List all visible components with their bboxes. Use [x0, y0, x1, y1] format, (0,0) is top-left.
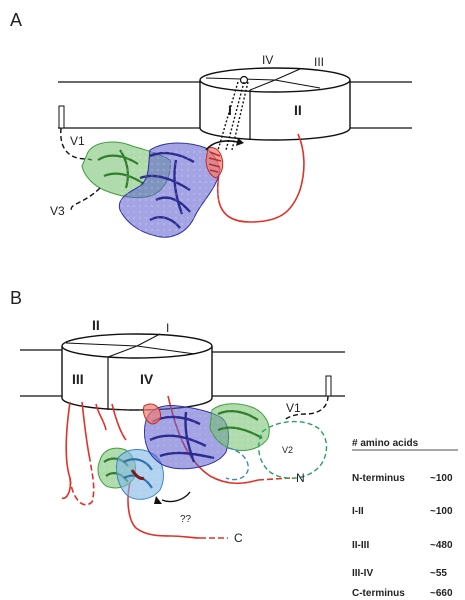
amino-acid-table: # amino acids N-terminus ~100 I-II ~100 … — [352, 438, 458, 599]
domain-iv-label-b: IV — [140, 371, 154, 387]
channel-cylinder — [199, 67, 351, 141]
unknown-label: ?? — [180, 514, 192, 525]
table-row-name: N-terminus — [352, 473, 405, 484]
table-row-value: ~100 — [430, 506, 453, 517]
table-row-name: II-III — [352, 540, 369, 551]
panel-b-letter: B — [10, 288, 22, 308]
table-row-value: ~100 — [430, 473, 453, 484]
domain-ii-label: II — [294, 102, 302, 118]
anchor-stub-b — [325, 375, 332, 397]
table-row-value: ~660 — [430, 588, 453, 599]
v1-label-a: V1 — [70, 134, 85, 148]
domain-ii-label-b: II — [92, 317, 100, 333]
protein-structure-b — [97, 403, 270, 504]
table-row-name: C-terminus — [352, 588, 405, 599]
protein-structure-a — [81, 141, 224, 240]
v1-label-b: V1 — [286, 401, 301, 415]
table-row-name: I-II — [352, 506, 364, 517]
c-terminus-label: C — [234, 531, 243, 545]
v3-dashed-tail — [70, 187, 101, 213]
domain-iv-label: IV — [262, 53, 273, 67]
panel-a: A I II IV III — [10, 10, 412, 240]
table-header: # amino acids — [352, 438, 419, 449]
domain-iii-label-b: III — [72, 371, 84, 387]
blue-dashed-loop — [225, 447, 249, 481]
v2-dashed-loop — [258, 421, 328, 479]
loop-i-ii — [216, 133, 305, 223]
n-terminal-dashed-a — [60, 127, 93, 161]
loop-ii-iii-dashed — [69, 459, 95, 506]
domain-i-label-b: I — [166, 321, 169, 335]
table-row-name: III-IV — [352, 568, 373, 579]
v2-label-b: V2 — [282, 445, 293, 455]
table-row-value: ~55 — [430, 568, 447, 579]
channel-cylinder-b — [61, 333, 213, 411]
anchor-stub-a — [58, 105, 65, 129]
n-terminus-label: N — [296, 471, 305, 485]
panel-b: B III IV II I — [10, 288, 345, 545]
table-row-value: ~480 — [430, 540, 453, 551]
rotation-arrowhead — [236, 138, 244, 146]
domain-iii-label: III — [314, 55, 324, 69]
loop-ii-iii-2 — [81, 401, 91, 461]
n-terminal-dashed-b — [283, 395, 329, 421]
v3-label-a: V3 — [50, 204, 65, 218]
unknown-arrowhead — [154, 496, 162, 504]
loop-ii-iii-1 — [61, 401, 72, 500]
c-terminal-loop — [127, 481, 201, 539]
unknown-arrow — [161, 491, 191, 503]
rotation-arrow — [205, 140, 239, 151]
panel-a-letter: A — [10, 10, 22, 30]
